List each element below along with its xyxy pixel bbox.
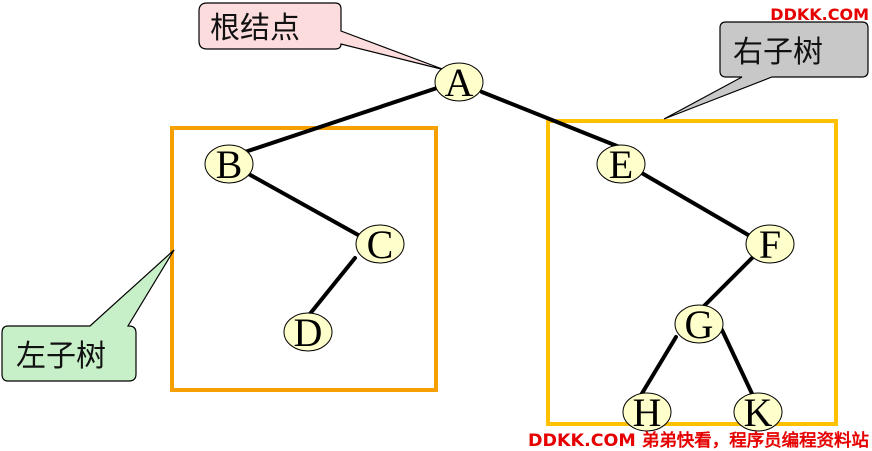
node-shape — [355, 224, 405, 264]
root-callout-label: 根结点 — [210, 11, 300, 46]
tree-node-f: F — [745, 222, 795, 267]
node-label: G — [685, 302, 714, 347]
watermark-top: DDKK.COM — [770, 5, 869, 24]
watermark-bottom: DDKK.COM 弟弟快看，程序员编程资料站 — [528, 430, 869, 451]
left-subtree-callout: 左子树 — [1, 249, 175, 382]
node-label: C — [367, 222, 394, 267]
right-subtree-callout-label: 右子树 — [733, 35, 823, 70]
tree-node-d: D — [283, 310, 333, 355]
right-subtree-callout-bubble — [663, 21, 869, 120]
edge-a-b — [243, 86, 439, 154]
edge-e-f — [638, 170, 752, 238]
tree-node-b: B — [204, 142, 254, 187]
tree-node-e: E — [596, 142, 646, 187]
edge-g-h — [636, 335, 678, 402]
edge-a-e — [480, 90, 634, 154]
node-shape — [622, 392, 672, 432]
edge-g-k — [720, 328, 757, 402]
node-shape — [674, 304, 724, 344]
tree-node-g: G — [674, 302, 724, 347]
left-subtree-box — [170, 126, 438, 392]
tree-node-h: H — [622, 390, 672, 435]
tree-edges — [243, 86, 757, 402]
left-subtree-callout-label: 左子树 — [16, 339, 106, 374]
node-shape — [745, 224, 795, 264]
node-shape — [204, 144, 254, 184]
node-label: H — [633, 390, 662, 435]
node-label: B — [216, 142, 243, 187]
node-label: F — [759, 222, 781, 267]
right-subtree-box — [546, 119, 838, 426]
root-callout: 根结点 — [198, 2, 446, 71]
left-subtree-callout-bubble — [1, 249, 175, 382]
node-label: K — [744, 390, 773, 435]
node-shape — [434, 62, 484, 102]
edge-b-c — [243, 170, 362, 238]
tree-node-k: K — [733, 390, 783, 435]
tree-node-c: C — [355, 222, 405, 267]
node-label: A — [445, 60, 474, 105]
tree-node-a: A — [434, 60, 484, 105]
edge-c-d — [303, 256, 357, 322]
root-callout-bubble — [198, 2, 446, 71]
node-shape — [733, 392, 783, 432]
node-label: E — [609, 142, 633, 187]
node-label: D — [294, 310, 323, 355]
edge-f-g — [698, 256, 754, 312]
node-shape — [283, 312, 333, 352]
right-subtree-callout: 右子树 — [663, 21, 869, 120]
node-shape — [596, 144, 646, 184]
